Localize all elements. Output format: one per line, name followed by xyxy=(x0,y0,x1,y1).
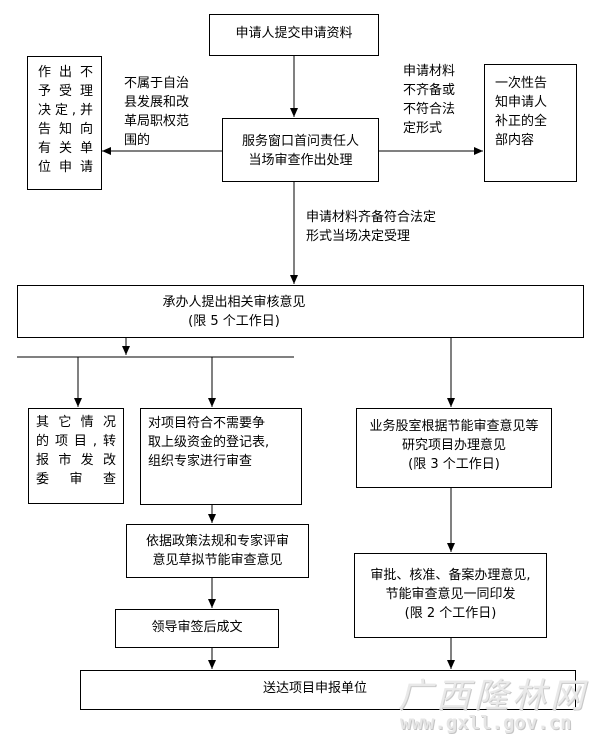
node-reject xyxy=(27,56,102,190)
node-notify-label: 一次性告 知申请人 补正的全 部内容 xyxy=(495,76,548,148)
node-sign xyxy=(115,609,279,648)
node-expert-review xyxy=(140,408,302,505)
node-draft-label: 依据政策法规和专家评审 意见草拟节能审查意见 xyxy=(145,534,289,568)
node-other-label: 其它情况 的项目,转 报市发改 委审查 xyxy=(36,415,116,487)
node-submit-label: 申请人提交申请资料 xyxy=(235,26,353,41)
watermark-site-name: 广西隆林网 xyxy=(398,676,588,716)
node-sign-label: 领导审签后成文 xyxy=(151,620,243,635)
node-opinion xyxy=(17,285,584,338)
node-submit xyxy=(209,14,379,56)
node-deliver xyxy=(80,670,576,710)
node-issue-label: 审批、核准、备案办理意见, 节能审查意见一同印发 (限 2 个工作日) xyxy=(370,568,531,621)
edge-label-not-authority: 不属于自治 县发展和改 革局职权范 围的 xyxy=(124,76,190,148)
node-opinion-label: 承办人提出相关审核意见 (限 5 个工作日) xyxy=(162,295,306,329)
edge-label-complete: 申请材料齐备符合法定 形式当场决定受理 xyxy=(306,210,437,244)
node-reject-label: 作出不 予受理 决定,并 告知向 有关单 位申请 xyxy=(38,65,93,175)
node-deliver-label: 送达项目申报单位 xyxy=(262,681,367,696)
node-issue xyxy=(354,553,547,638)
node-draft xyxy=(126,524,309,578)
node-notify xyxy=(484,64,577,182)
edge-label-incomplete: 申请材料 不齐备或 不符合法 定形式 xyxy=(403,64,456,136)
node-window xyxy=(222,118,379,182)
node-other xyxy=(28,408,124,504)
node-dept-study xyxy=(356,408,552,488)
node-expert-review-label: 对项目符合不需要争 取上级资金的登记表, 组织专家进行审查 xyxy=(148,416,270,469)
watermark-url: www.gxll.gov.cn xyxy=(400,712,572,734)
node-dept-study-label: 业务股室根据节能审查意见等 研究项目办理意见 (限 3 个工作日) xyxy=(369,419,539,472)
node-window-label: 服务窗口首问责任人 当场审查作出处理 xyxy=(241,134,359,168)
